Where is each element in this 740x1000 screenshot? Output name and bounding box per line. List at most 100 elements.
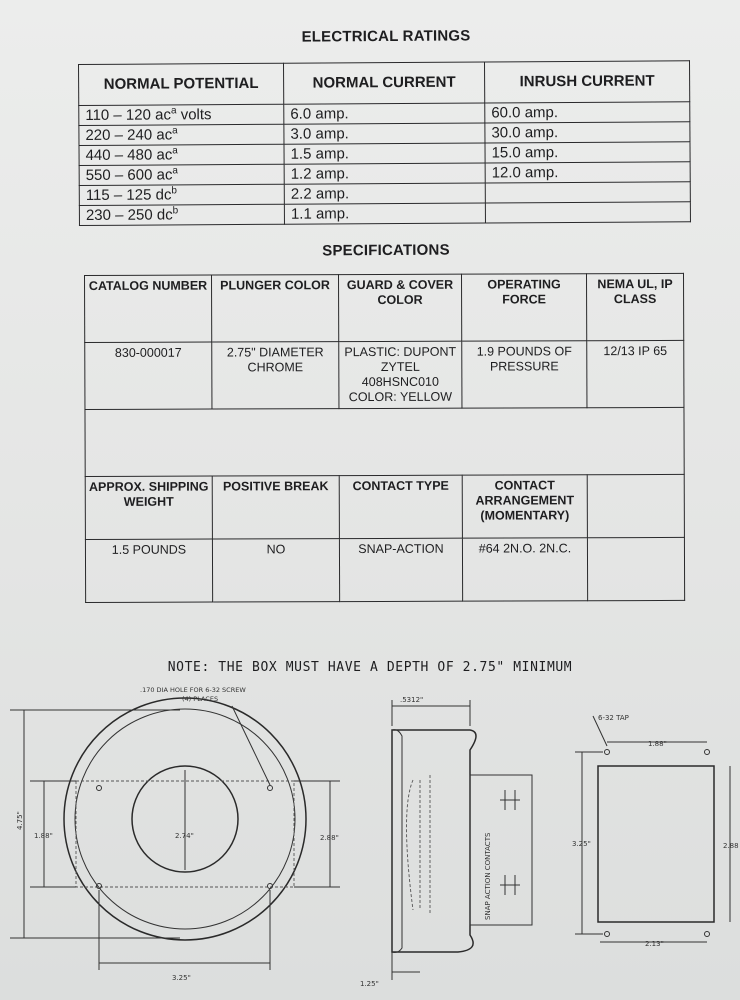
potential-cell: 230 – 250 dcb [79, 204, 285, 226]
table-header-row: NORMAL POTENTIAL NORMAL CURRENT INRUSH C… [78, 60, 690, 106]
potential-value: 220 – 240 ac [85, 125, 173, 144]
spec-contact-type: SNAP-ACTION [339, 538, 463, 602]
spec-positive-break: NO [212, 538, 340, 603]
dim-4-75: 4.75" [16, 811, 24, 830]
guard-profile [391, 729, 477, 953]
potential-value: 115 – 125 dc [85, 185, 172, 204]
dim-3-25-bottom: 3.25" [172, 974, 191, 982]
normal-current-cell: 1.2 amp. [284, 163, 486, 185]
spec-header-empty [587, 474, 685, 538]
contact-symbol [500, 790, 520, 810]
spec-nema-class: 12/13 IP 65 [586, 340, 684, 408]
potential-value: 110 – 120 ac [85, 105, 172, 124]
normal-current-cell: 1.1 amp. [284, 203, 486, 225]
inrush-current-cell: 15.0 amp. [484, 141, 691, 164]
spec-value-row-1: 830-000017 2.75" DIAMETER CHROME PLASTIC… [84, 340, 684, 410]
spec-header-operating-force: OPERATING FORCE [461, 273, 587, 342]
dim-2-74: 2.74" [175, 832, 194, 840]
hole-leader-line [231, 705, 271, 786]
normal-current-cell: 2.2 amp. [284, 183, 486, 205]
tap-leader-line [592, 715, 608, 747]
normal-current-cell: 1.5 amp. [283, 143, 486, 165]
dim-2-88-front: 2.88" [320, 834, 339, 842]
contact-block [469, 774, 533, 926]
outer-circle [63, 697, 307, 941]
spec-header-plunger-color: PLUNGER COLOR [211, 274, 339, 343]
inrush-current-cell: 12.0 amp. [485, 161, 691, 184]
technical-drawing: .170 DIA HOLE FOR 6-32 SCREW (4) PLACES … [10, 686, 739, 988]
box-depth-note: NOTE: THE BOX MUST HAVE A DEPTH OF 2.75"… [167, 660, 573, 675]
spec-header-row-1: CATALOG NUMBER PLUNGER COLOR GUARD & COV… [84, 273, 684, 343]
mount-hole [267, 883, 273, 889]
potential-value: 550 – 600 ac [85, 165, 173, 184]
spec-shipping-weight: 1.5 POUNDS [85, 539, 213, 603]
dim-2-88-right: 2.88 [723, 842, 739, 850]
plunger-profile-dashed [406, 779, 414, 911]
contact-symbol [500, 875, 520, 895]
inrush-current-cell: 60.0 amp. [484, 101, 690, 124]
footnote-marker: b [171, 184, 178, 196]
tap-hole [604, 749, 610, 755]
footnote-marker: a [172, 144, 178, 156]
box-outline-dashed [75, 780, 295, 888]
inrush-current-cell [485, 181, 691, 204]
box-back-outline [597, 765, 715, 923]
mount-hole [96, 785, 102, 791]
footnote-marker: a [172, 164, 178, 176]
electrical-ratings-title: ELECTRICAL RATINGS [301, 27, 471, 46]
spec-value-row-2: 1.5 POUNDS NO SNAP-ACTION #64 2N.O. 2N.C… [85, 537, 685, 603]
spec-contact-arrangement: #64 2N.O. 2N.C. [462, 537, 588, 602]
side-view: .5312" SNAP ACTION CONTACTS 1.25" [360, 696, 533, 988]
spec-header-contact-arrangement: CONTACT ARRANGEMENT (MOMENTARY) [462, 474, 588, 539]
header-normal-current: NORMAL CURRENT [283, 62, 485, 105]
spec-catalog-number: 830-000017 [84, 342, 212, 410]
potential-cell: 115 – 125 dcb [79, 184, 285, 206]
spec-header-nema-class: NEMA UL, IP CLASS [586, 273, 684, 341]
spec-operating-force: 1.9 POUNDS OF PRESSURE [461, 340, 587, 409]
mount-hole [96, 883, 102, 889]
potential-cell: 550 – 600 aca [79, 164, 285, 186]
tap-label: 6-32 TAP [598, 714, 629, 722]
plunger-circle [131, 765, 239, 873]
header-normal-potential: NORMAL POTENTIAL [78, 63, 284, 106]
normal-current-cell: 3.0 amp. [283, 123, 485, 145]
spec-header-shipping-weight: APPROX. SHIPPING WEIGHT [85, 476, 213, 540]
inrush-current-cell [485, 201, 691, 224]
spec-header-catalog-number: CATALOG NUMBER [84, 275, 212, 343]
inrush-current-cell: 30.0 amp. [484, 121, 690, 144]
spec-guard-cover-color: PLASTIC: DUPONT ZYTEL 408HSNC010 COLOR: … [338, 341, 462, 409]
tap-hole [704, 749, 710, 755]
dim-5312: .5312" [400, 696, 423, 704]
spec-header-row-2: APPROX. SHIPPING WEIGHT POSITIVE BREAK C… [85, 474, 685, 540]
footnote-marker: a [172, 124, 178, 136]
mount-hole [267, 785, 273, 791]
snap-action-label: SNAP ACTION CONTACTS [484, 832, 492, 920]
back-view: 6-32 TAP 1.88" 3.25" 2.88 2.13" [572, 714, 739, 948]
dim-1-88-top: 1.88" [648, 740, 667, 748]
potential-suffix: volts [176, 105, 212, 123]
specifications-table: CATALOG NUMBER PLUNGER COLOR GUARD & COV… [84, 273, 685, 603]
hole-note-2: (4) PLACES [182, 695, 218, 703]
spec-empty-value [587, 537, 685, 601]
spec-header-guard-cover-color: GUARD & COVER COLOR [338, 274, 462, 342]
normal-current-cell: 6.0 amp. [283, 103, 485, 125]
tap-hole [704, 931, 710, 937]
spec-blank-row [84, 407, 685, 477]
guard-edge [391, 729, 403, 953]
spec-header-positive-break: POSITIVE BREAK [212, 475, 340, 540]
tap-hole [604, 931, 610, 937]
spec-header-contact-type: CONTACT TYPE [339, 475, 463, 539]
potential-value: 230 – 250 dc [85, 205, 173, 224]
dim-1-88-left: 1.88" [34, 832, 53, 840]
potential-cell: 110 – 120 aca volts [78, 104, 284, 126]
dim-1-25: 1.25" [360, 980, 379, 988]
electrical-ratings-table: NORMAL POTENTIAL NORMAL CURRENT INRUSH C… [78, 60, 691, 226]
dim-3-25-side: 3.25" [572, 840, 591, 848]
front-view: .170 DIA HOLE FOR 6-32 SCREW (4) PLACES … [10, 686, 340, 982]
potential-cell: 220 – 240 aca [78, 124, 284, 146]
inner-ring [74, 708, 296, 930]
potential-cell: 440 – 480 aca [78, 144, 285, 166]
